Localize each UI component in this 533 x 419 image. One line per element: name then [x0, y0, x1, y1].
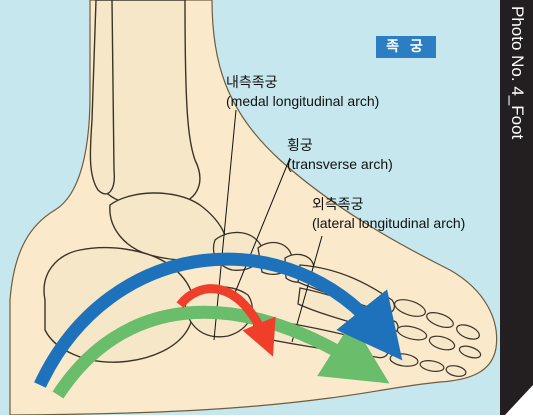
- medial-arch-label-ko: 내측족궁: [226, 74, 379, 92]
- medial-arch-label: 내측족궁 (medal longitudinal arch): [226, 74, 379, 110]
- title-badge: 족 궁: [376, 36, 436, 58]
- lateral-arch-label-ko: 외측족궁: [312, 196, 465, 214]
- transverse-arch-label-ko: 횡궁: [287, 137, 393, 155]
- lateral-arch-label: 외측족궁 (lateral longitudinal arch): [312, 196, 465, 232]
- transverse-arch-label-en: (transverse arch): [287, 155, 393, 173]
- medial-arch-label-en: (medal longitudinal arch): [226, 92, 379, 110]
- transverse-arch-label: 횡궁 (transverse arch): [287, 137, 393, 173]
- side-label: Photo No. 4_Foot: [504, 6, 530, 206]
- lateral-arch-label-en: (lateral longitudinal arch): [312, 214, 465, 232]
